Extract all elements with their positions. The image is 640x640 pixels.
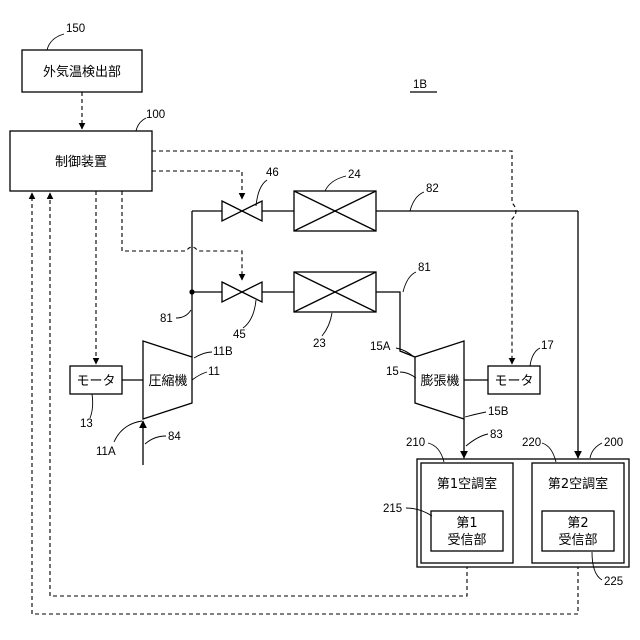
- receiver2-label-1: 第2: [567, 516, 588, 531]
- leader-45: [243, 300, 256, 328]
- leader-24: [325, 176, 346, 191]
- leader-11: [192, 372, 207, 380]
- ref-11A: 11A: [96, 446, 116, 458]
- motor-right-label: モータ: [494, 374, 533, 389]
- leader-83: [466, 434, 488, 446]
- leader-17: [530, 348, 540, 366]
- signal-to-motor-right: [152, 151, 516, 364]
- leader-200: [590, 443, 602, 458]
- motor-left-label: モータ: [76, 374, 115, 389]
- room1-label: 第1空調室: [437, 476, 497, 492]
- leader-13: [90, 394, 93, 418]
- ref-84: 84: [168, 431, 181, 443]
- valve-45: [222, 282, 262, 302]
- ref-13: 13: [80, 418, 93, 430]
- ref-82: 82: [426, 183, 439, 195]
- leader-81-top: [403, 272, 416, 292]
- ref-11: 11: [208, 366, 220, 378]
- leader-84: [145, 436, 166, 444]
- receiver1-label-1: 第1: [456, 516, 477, 531]
- ref-23: 23: [313, 338, 326, 350]
- ref-45: 45: [233, 329, 246, 341]
- ref-210: 210: [406, 437, 425, 449]
- ref-15: 15: [386, 366, 399, 378]
- ref-81-top: 81: [418, 262, 431, 274]
- leader-15B: [465, 412, 486, 417]
- ref-200: 200: [604, 437, 623, 449]
- ref-215: 215: [383, 503, 402, 515]
- outside-temp-label: 外気温検出部: [43, 64, 121, 80]
- leader-100: [136, 118, 146, 131]
- leader-150: [47, 34, 64, 50]
- controller-label: 制御装置: [55, 155, 107, 170]
- expander-label: 膨張機: [420, 374, 459, 389]
- leader-81-left: [176, 310, 191, 318]
- ref-46: 46: [266, 167, 279, 179]
- ref-11B: 11B: [213, 346, 233, 358]
- leader-11B: [194, 352, 212, 358]
- receiver2-label-2: 受信部: [558, 533, 597, 548]
- ref-220: 220: [522, 437, 541, 449]
- ref-17: 17: [541, 340, 554, 352]
- compressor-label: 圧縮機: [148, 373, 187, 389]
- ref-15A: 15A: [370, 341, 391, 353]
- leader-15: [400, 372, 416, 378]
- signal-to-valve46: [152, 171, 242, 199]
- ref-24: 24: [348, 169, 361, 181]
- room2-label: 第2空調室: [548, 476, 608, 492]
- receiver1-label-2: 受信部: [447, 533, 486, 548]
- leader-11A: [114, 421, 142, 442]
- ref-15B: 15B: [488, 406, 509, 418]
- leader-82: [410, 192, 424, 211]
- ref-83: 83: [490, 429, 503, 441]
- ref-150: 150: [66, 23, 85, 35]
- ref-81-left: 81: [160, 313, 173, 325]
- ref-100: 100: [146, 109, 165, 121]
- system-label: 1B: [413, 79, 427, 91]
- leader-23: [322, 313, 332, 336]
- ref-225: 225: [604, 576, 623, 588]
